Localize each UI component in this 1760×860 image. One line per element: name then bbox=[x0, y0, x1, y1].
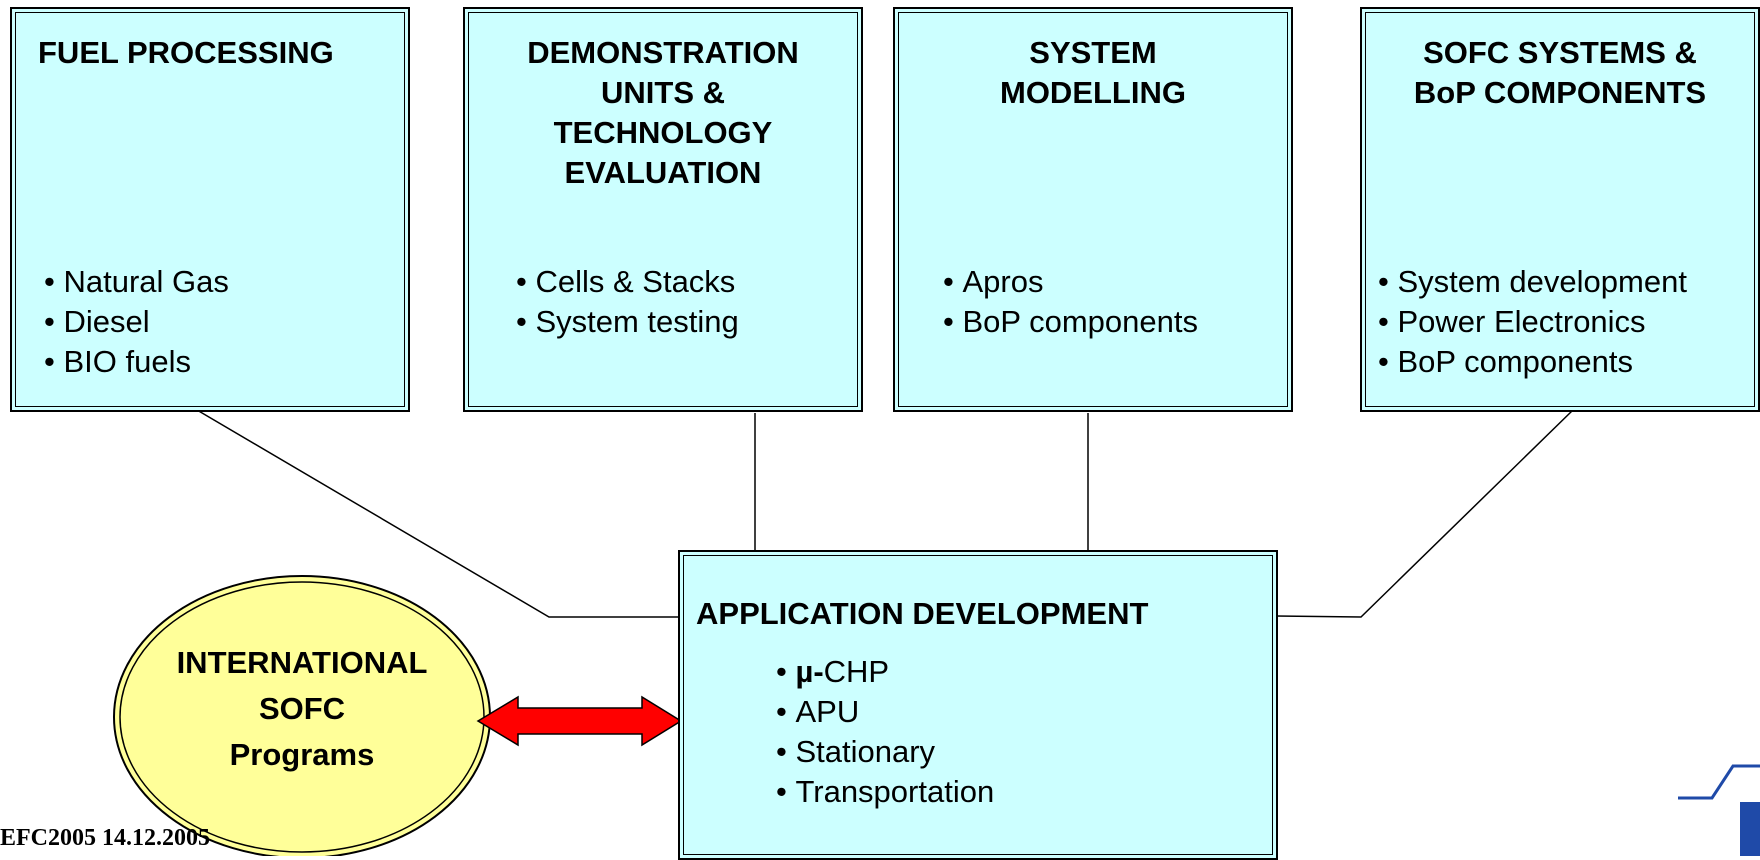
list-item: µ-CHP bbox=[776, 652, 994, 692]
list-item: BIO fuels bbox=[44, 342, 229, 382]
bullet-list: System development Power Electronics BoP… bbox=[1378, 262, 1687, 382]
bullet-list: Cells & Stacks System testing bbox=[516, 262, 739, 342]
list-item: System development bbox=[1378, 262, 1686, 302]
list-item: APU bbox=[776, 692, 994, 732]
list-item: Power Electronics bbox=[1378, 302, 1687, 342]
bullet-list: Apros BoP components bbox=[943, 262, 1198, 342]
box-title: DEMONSTRATION UNITS & TECHNOLOGY EVALUAT… bbox=[527, 35, 799, 190]
fuel-processing-box: FUEL PROCESSING Natural Gas Diesel BIO f… bbox=[10, 7, 410, 412]
sofc-systems-box: SOFC SYSTEMS & BoP COMPONENTS System dev… bbox=[1360, 7, 1760, 412]
box-title: SOFC SYSTEMS & BoP COMPONENTS bbox=[1413, 35, 1707, 110]
double-arrow bbox=[476, 695, 683, 747]
bullet-list: µ-CHP APU Stationary Transportation bbox=[776, 652, 994, 812]
system-modelling-box: SYSTEM MODELLING Apros BoP components bbox=[893, 7, 1293, 412]
footer-label: EFC2005 14.12.2005 bbox=[0, 825, 210, 851]
box-title: FUEL PROCESSING bbox=[38, 35, 334, 70]
demonstration-box: DEMONSTRATION UNITS & TECHNOLOGY EVALUAT… bbox=[463, 7, 863, 412]
list-item: Stationary bbox=[776, 732, 994, 772]
logo-icon bbox=[1678, 764, 1760, 856]
list-item: Cells & Stacks bbox=[516, 262, 739, 302]
connector-fuel bbox=[196, 409, 679, 618]
list-item: Diesel bbox=[44, 302, 229, 342]
bullet-list: Natural Gas Diesel BIO fuels bbox=[44, 262, 229, 382]
list-item: System testing bbox=[516, 302, 738, 342]
application-development-box: APPLICATION DEVELOPMENT µ-CHP APU Statio… bbox=[678, 550, 1278, 860]
list-item: Apros bbox=[943, 262, 1198, 302]
connector-sofc bbox=[1275, 409, 1574, 618]
mu-prefix: µ- bbox=[795, 654, 824, 689]
box-title: APPLICATION DEVELOPMENT bbox=[696, 596, 1149, 631]
list-item: BoP components bbox=[1378, 342, 1687, 382]
chp-text: CHP bbox=[823, 654, 890, 689]
list-item: BoP components bbox=[943, 302, 1198, 342]
ellipse-label: INTERNATIONAL SOFC Programs bbox=[176, 645, 428, 772]
list-item: Transportation bbox=[776, 772, 994, 812]
box-title: SYSTEM MODELLING bbox=[1000, 35, 1186, 110]
list-item: Natural Gas bbox=[44, 262, 228, 302]
